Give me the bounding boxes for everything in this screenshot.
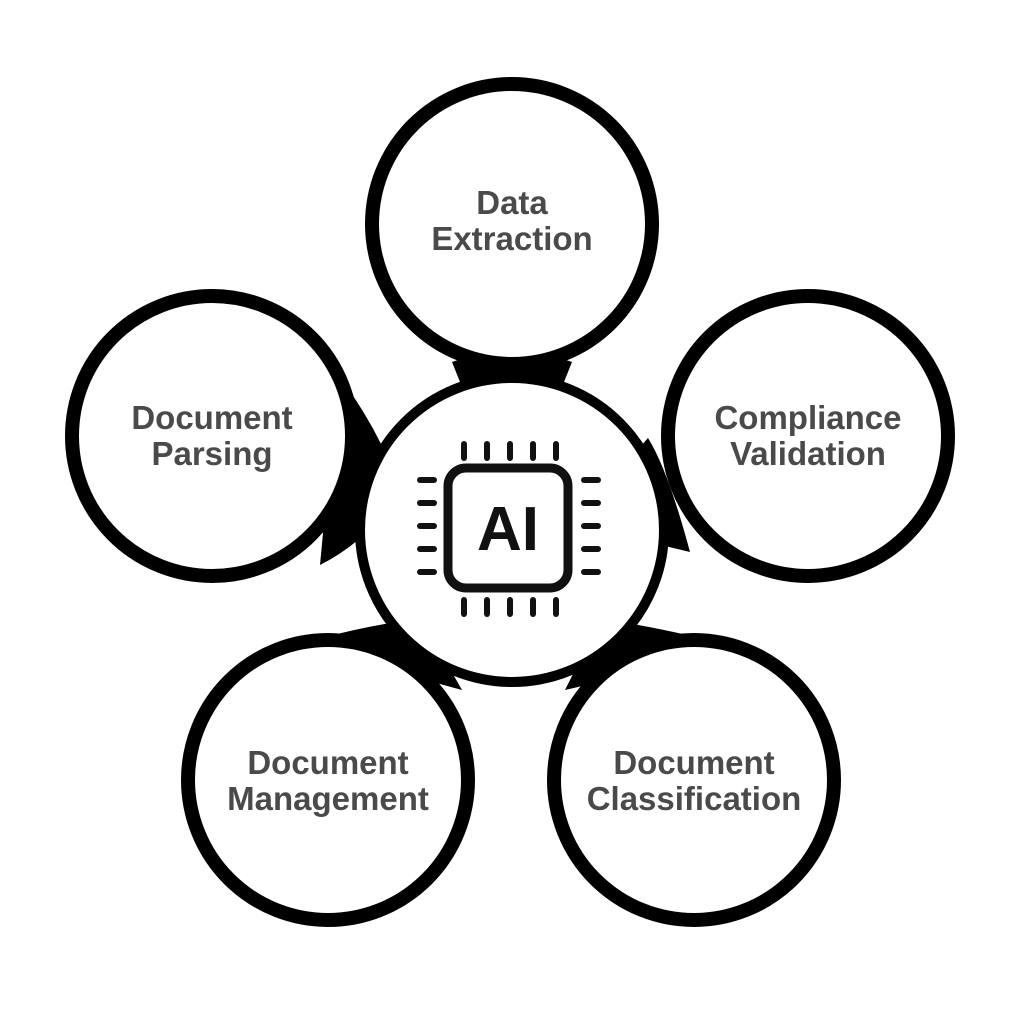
label-document-management-line1: Document [247,744,408,781]
label-document-parsing-line1: Document [131,399,292,436]
chip-label: AI [477,495,539,564]
label-compliance-validation-line2: Validation [730,435,886,472]
label-data-extraction-line1: Data [476,184,548,221]
node-circle-document-management [181,633,475,927]
node-circle-data-extraction [365,77,659,371]
node-circle-document-classification [547,633,841,927]
label-document-management-line2: Management [227,780,429,817]
label-document-classification-line2: Classification [587,780,802,817]
ai-chip-icon: AI [417,441,601,617]
node-circle-document-parsing [65,289,359,583]
label-data-extraction-line2: Extraction [431,220,592,257]
label-document-classification-line1: Document [613,744,774,781]
label-compliance-validation-line1: Compliance [714,399,901,436]
label-document-parsing-line2: Parsing [151,435,272,472]
node-labels: Data Extraction Compliance Validation Do… [131,184,901,817]
node-circle-compliance-validation [661,289,955,583]
node-circles [65,77,955,927]
